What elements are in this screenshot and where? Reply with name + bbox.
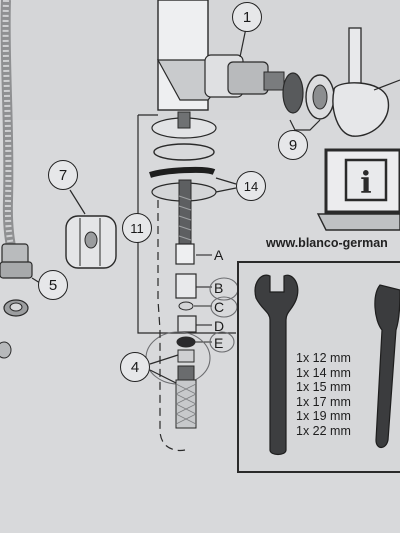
- wrench-size-item: 1x 22 mm: [296, 423, 351, 438]
- wrench-size-item: 1x 12 mm: [296, 351, 351, 365]
- seal-ring: [0, 299, 29, 359]
- braided-supply-hose: [0, 0, 33, 279]
- wrench-size-item: 1x 19 mm: [296, 409, 351, 424]
- sub-part-c-label: C: [214, 299, 225, 315]
- callout-part-11: 11: [122, 213, 152, 243]
- washer-set: [282, 72, 335, 120]
- wrench-icon: [254, 274, 299, 456]
- wrench-size-item: 1x 14 mm: [296, 365, 351, 380]
- wrench-size-list: 1x 12 mm 1x 14 mm 1x 15 mm 1x 17 mm 1x 1…: [296, 351, 351, 439]
- lower-braided-hose: [175, 365, 197, 429]
- sub-part-e-label: E: [214, 335, 224, 351]
- callout-part-14: 14: [236, 171, 266, 201]
- valve-cartridge: [149, 111, 217, 259]
- wrench-size-item: 1x 17 mm: [296, 394, 351, 409]
- info-icon: i: [360, 166, 372, 201]
- sub-part-d-label: D: [214, 318, 225, 334]
- tap-body: [156, 0, 285, 111]
- callout-part-4: 4: [120, 352, 150, 382]
- sub-part-a-label: A: [214, 247, 224, 263]
- sub-part-b-label: B: [214, 280, 224, 296]
- sub-part-stack: [175, 243, 197, 363]
- laptop-info-graphic: [316, 148, 400, 231]
- callout-part-5: 5: [38, 270, 68, 300]
- callout-part-9: 9: [278, 130, 308, 160]
- callout-part-1: 1: [232, 2, 262, 32]
- barrel-fitting: [65, 215, 117, 269]
- callout-part-7: 7: [48, 160, 78, 190]
- website-url: www.blanco-german: [266, 236, 388, 250]
- tap-handle: [332, 27, 390, 137]
- wrench-size-item: 1x 15 mm: [296, 380, 351, 395]
